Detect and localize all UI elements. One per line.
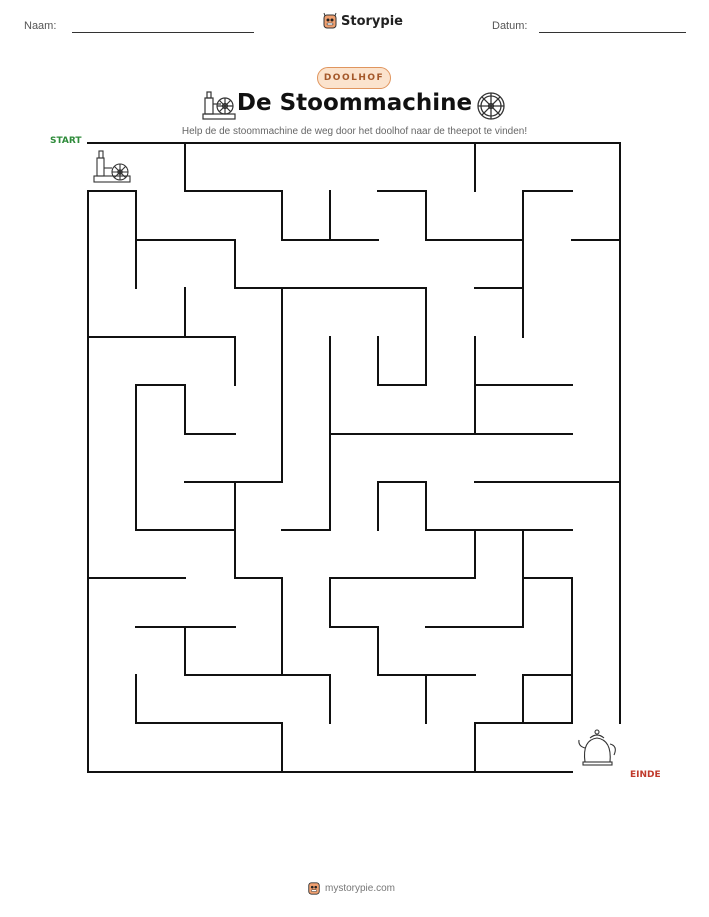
brand-logo: Storypie [322,12,403,30]
date-label: Datum: [492,20,528,32]
end-teapot-icon [578,729,616,766]
start-label: START [50,136,82,146]
worksheet-type-badge: DOOLHOF [317,67,391,89]
footer-site: mystorypie.com [325,882,396,894]
footer: mystorypie.com [307,880,395,896]
name-label: Naam: [24,20,57,32]
steam-engine-icon [202,91,236,120]
storypie-mascot-icon [323,12,337,29]
name-line[interactable] [72,32,254,33]
page-title: De Stoommachine [236,90,473,116]
instructions: Help de de stoommachine de weg door het … [181,126,528,137]
start-steam-engine-icon [93,150,131,183]
date-line[interactable] [539,32,686,33]
brand-name: Storypie [341,13,403,29]
storypie-mascot-icon [308,882,320,895]
wheel-icon [477,92,505,120]
end-label: EINDE [630,770,661,780]
